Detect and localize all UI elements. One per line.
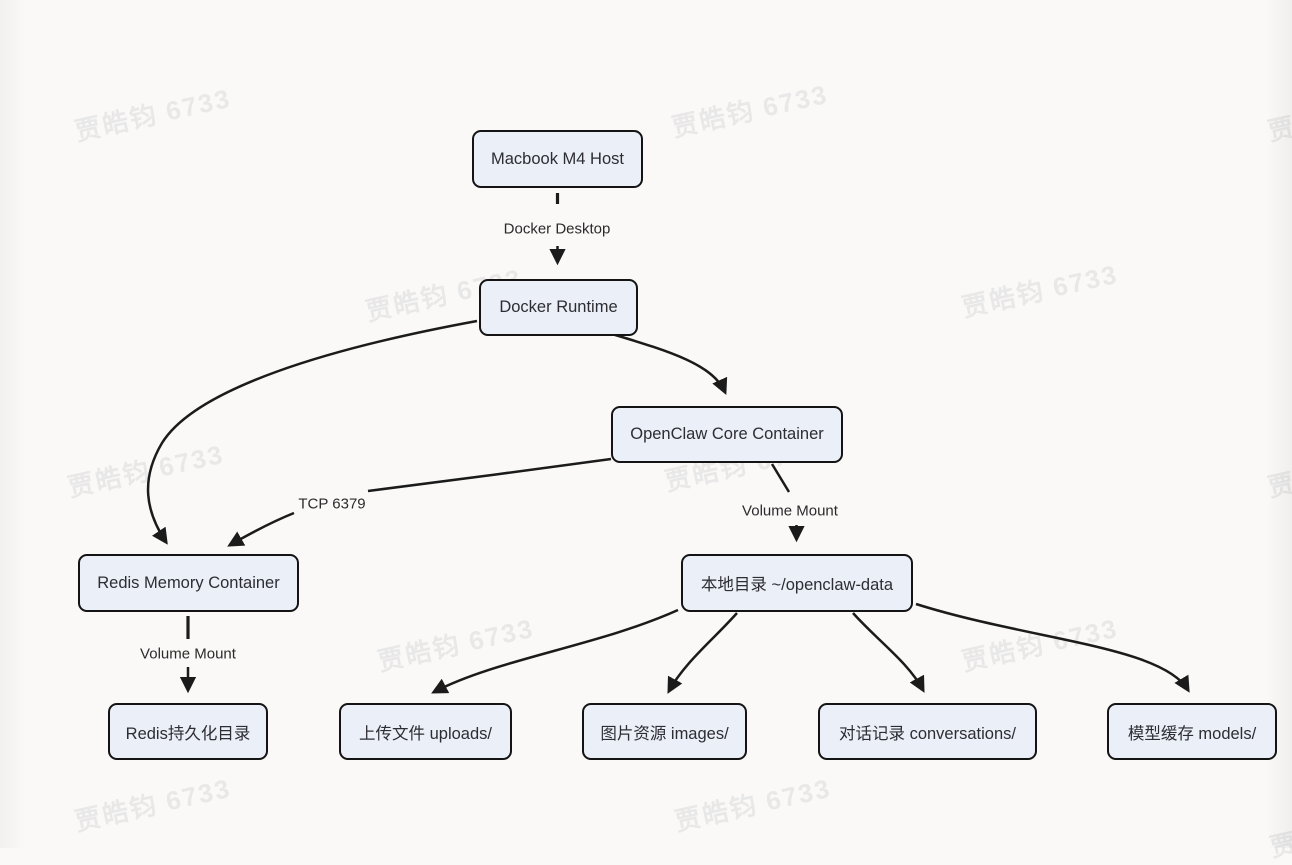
edge-localdir-images bbox=[667, 612, 738, 694]
node-models: 模型缓存 models/ bbox=[1107, 703, 1277, 760]
node-images: 图片资源 images/ bbox=[582, 703, 747, 760]
node-redis-memory: Redis Memory Container bbox=[78, 554, 299, 612]
edge-openclaw-localdir-1 bbox=[770, 463, 791, 493]
edge-localdir-uploads bbox=[431, 608, 679, 694]
edge-openclaw-redis-2 bbox=[227, 511, 295, 547]
edge-localdir-conversations bbox=[852, 612, 925, 693]
node-openclaw-core: OpenClaw Core Container bbox=[611, 406, 843, 463]
edge-label-tcp-6379: TCP 6379 bbox=[294, 494, 370, 514]
node-conversations: 对话记录 conversations/ bbox=[818, 703, 1037, 760]
edge-localdir-models bbox=[915, 602, 1190, 693]
edge-openclaw-redis-1 bbox=[367, 457, 612, 493]
edge-docker-redis bbox=[146, 319, 478, 545]
edge-label-volume-mount-openclaw: Volume Mount bbox=[738, 501, 842, 521]
edge-label-docker-desktop: Docker Desktop bbox=[499, 219, 615, 239]
node-local-dir: 本地目录 ~/openclaw-data bbox=[681, 554, 913, 612]
node-macbook-host: Macbook M4 Host bbox=[472, 130, 643, 188]
edge-label-volume-mount-redis: Volume Mount bbox=[136, 644, 240, 664]
node-uploads: 上传文件 uploads/ bbox=[339, 703, 512, 760]
edge-docker-openclaw bbox=[611, 332, 728, 395]
node-docker-runtime: Docker Runtime bbox=[479, 279, 638, 336]
node-redis-persist: Redis持久化目录 bbox=[108, 703, 268, 760]
